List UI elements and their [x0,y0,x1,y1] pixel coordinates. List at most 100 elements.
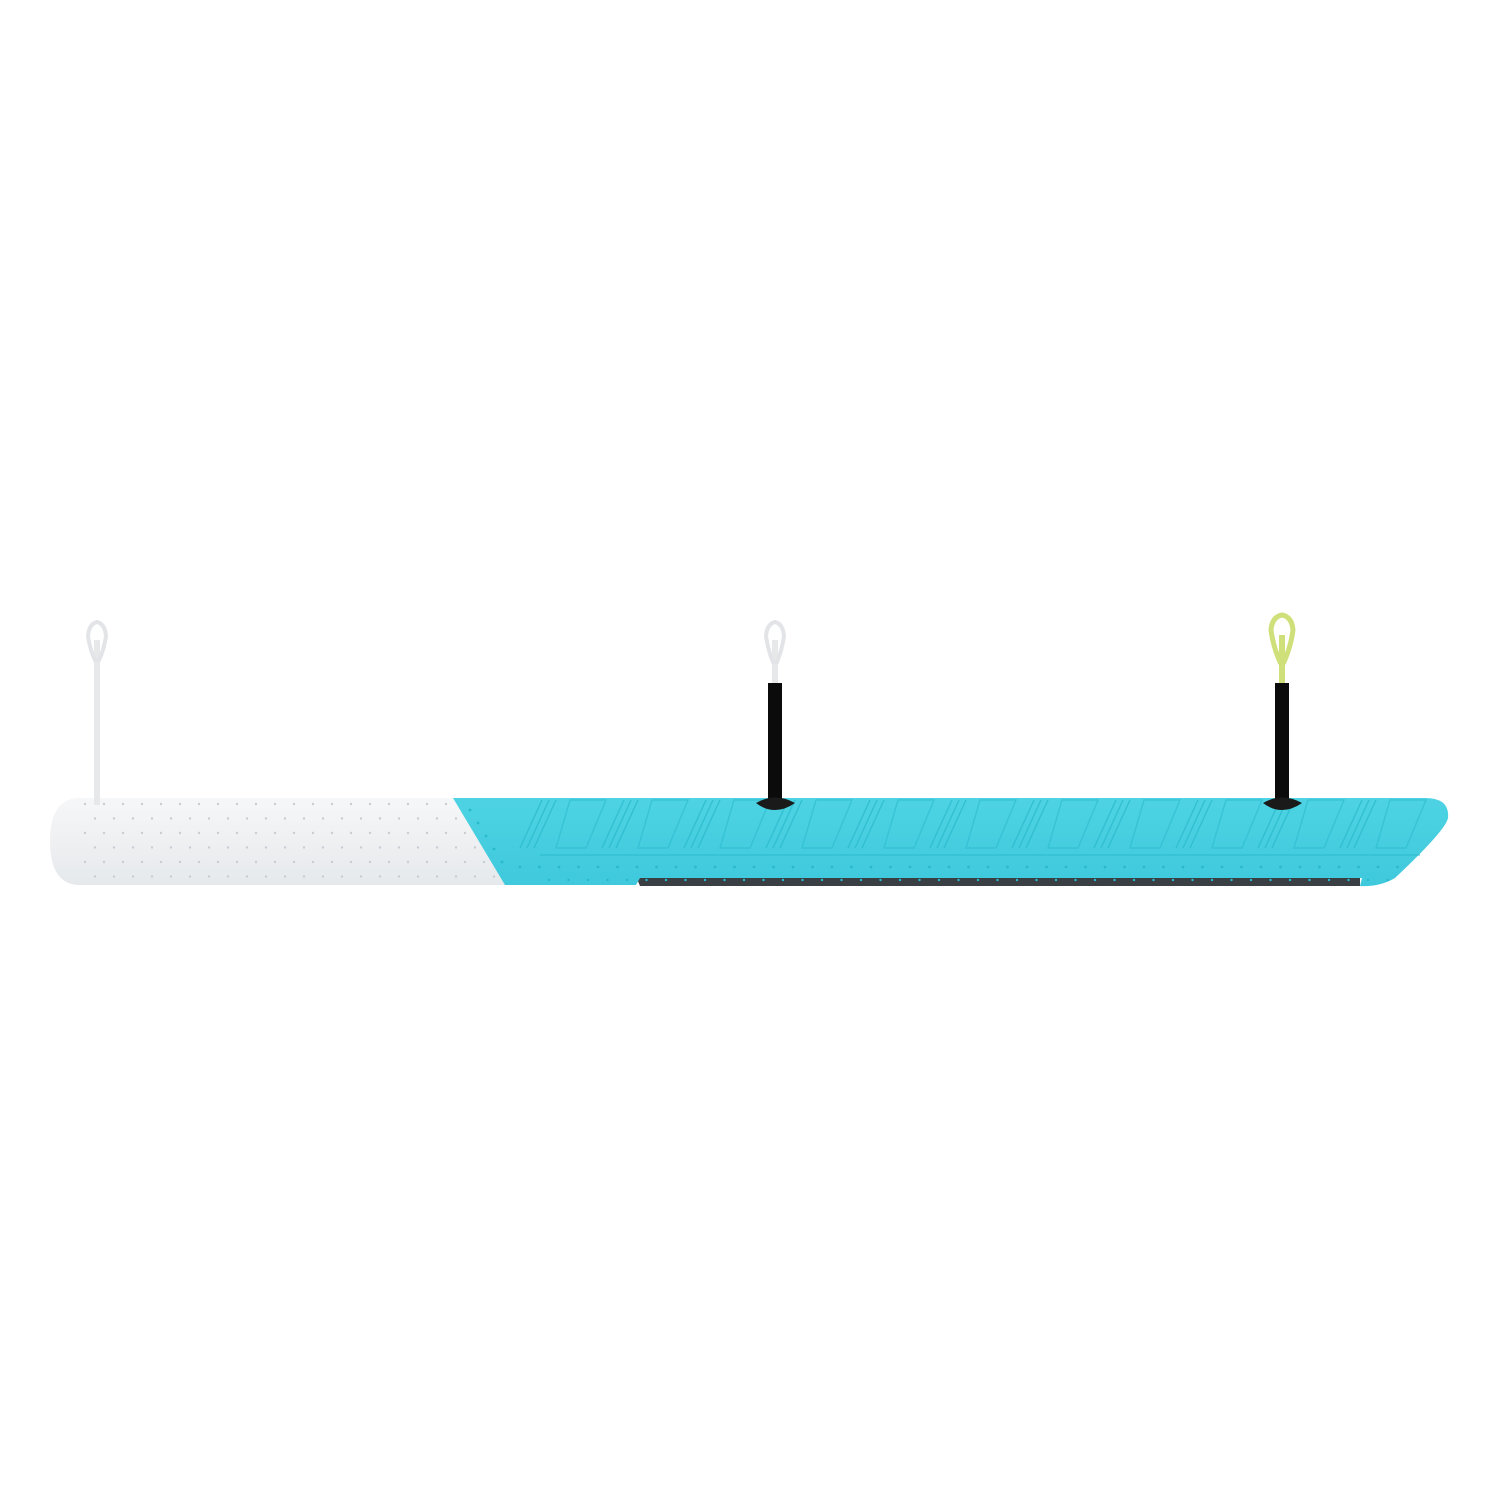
groove [690,799,714,849]
dot [387,831,391,835]
groove-panel [1293,799,1346,849]
loop-icon [1268,612,1296,665]
dot [482,860,486,864]
dot [235,831,239,835]
dot [359,846,363,849]
dot [397,846,401,849]
dot [996,878,999,882]
dot [1259,865,1263,869]
dot [378,875,382,878]
dot [1269,878,1272,882]
dot [454,846,458,849]
dot [473,875,477,878]
dot [112,875,116,878]
dot [387,860,391,864]
dot [273,860,277,864]
dot [349,802,353,806]
dot [463,860,467,864]
line-exit-cap [756,797,795,810]
dot [216,831,220,835]
dot [733,865,736,869]
dot [454,817,458,820]
dot [435,846,439,849]
dot [406,831,410,835]
dot [83,831,87,835]
dot [1103,865,1107,869]
dot [178,860,182,864]
dot [567,878,570,882]
dot [1113,878,1116,882]
groove [936,799,960,849]
groove [1346,799,1370,849]
dot [102,860,106,864]
dot [577,865,580,869]
dot [1376,865,1380,869]
dot [387,802,391,806]
grip-dot-texture [83,802,496,878]
dot [131,846,135,849]
groove-panel [719,799,772,849]
dot [655,865,658,869]
dot [1093,878,1097,882]
dot [1298,865,1302,869]
groove [1175,799,1199,849]
dot [986,865,990,869]
dot [159,802,163,806]
dot [1123,865,1126,869]
dot [492,847,496,851]
dot [859,878,863,882]
dot [635,865,639,869]
dot [596,865,600,869]
groove [1025,799,1049,849]
dot [121,802,125,806]
dot [547,878,551,882]
right-leader-line [1263,612,1302,810]
dot [368,831,372,835]
dot [801,878,804,882]
dot [444,860,448,864]
dot [245,846,249,849]
dot [216,860,220,864]
dot [1006,865,1009,869]
groove [697,799,721,849]
dot [197,860,201,864]
dot [444,802,448,806]
groove [861,799,885,849]
groove [1189,799,1213,849]
dot [340,817,344,820]
dot [397,875,401,878]
dot [928,865,931,869]
dot [140,831,144,835]
dot [1132,878,1136,882]
dot [150,817,154,820]
dot [703,878,707,882]
groove [847,799,871,849]
dot [169,817,173,820]
dot [606,878,609,882]
dot [368,802,372,806]
dot [188,846,192,849]
dot [264,846,268,849]
dot [435,817,439,820]
dot [1288,878,1292,882]
dot [150,875,154,878]
dot [484,834,488,838]
dot [302,817,306,820]
dot [226,846,230,849]
dot [830,865,834,869]
dot [283,817,287,820]
dot [102,802,106,806]
dot [1240,865,1243,869]
dot [1366,878,1370,882]
dot [140,860,144,864]
dot [349,831,353,835]
dot [131,875,135,878]
dot [302,846,306,849]
dot [273,802,277,806]
dot [330,860,334,864]
dot [235,802,239,806]
groove-panel [1375,799,1428,849]
dot [976,878,980,882]
groove [608,799,632,849]
dot [723,878,726,882]
